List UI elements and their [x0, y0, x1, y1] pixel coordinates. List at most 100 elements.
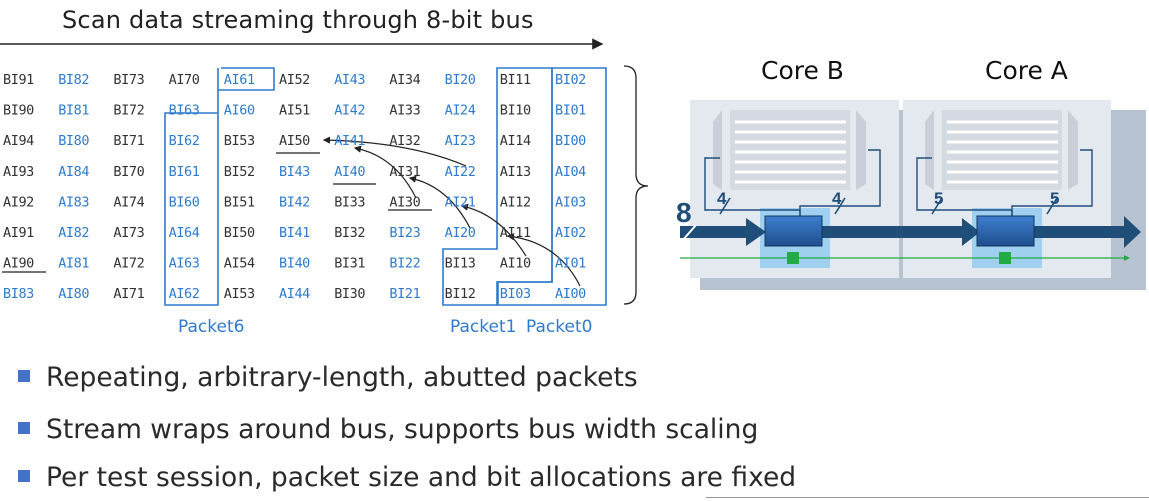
bullet-3: Per test session, packet size and bit al…: [18, 462, 796, 493]
grid-cell: BI11: [500, 72, 531, 88]
grid-cell: BI52: [224, 164, 255, 180]
grid-cell: BI40: [279, 256, 310, 272]
grid-cell: BI80: [58, 133, 89, 149]
core-b-label: Core B: [761, 56, 844, 85]
packet6-label: Packet6: [178, 317, 245, 337]
grid-cell: BI73: [113, 72, 144, 88]
wrap-arrow-ai00-ai10: [506, 233, 581, 287]
packet1-label: Packet1: [450, 317, 517, 337]
grid-cell: BI83: [3, 286, 34, 302]
grid-cell: AI23: [445, 133, 476, 149]
grid-cell: AI53: [224, 286, 255, 302]
grid-cell: AI10: [500, 256, 531, 272]
wrap-arrow-ai20-ai30: [408, 175, 471, 229]
grid-cell: AI63: [169, 256, 200, 272]
grid-cell: BI53: [224, 133, 255, 149]
grid-cell: AI12: [500, 194, 531, 210]
wrap-arrow-ai10-ai20: [460, 203, 527, 257]
bullet-2: Stream wraps around bus, supports bus wi…: [18, 414, 758, 445]
grid-cell: BI32: [334, 225, 365, 241]
grid-cell: AI70: [169, 72, 200, 88]
grid-cell: BI20: [445, 72, 476, 88]
grid-cell: BI62: [169, 133, 200, 149]
grid-cell: AI50: [279, 133, 310, 149]
grid-cell: BI03: [500, 286, 531, 302]
grid-cell: AI81: [58, 256, 89, 272]
grid-cell: BI12: [445, 286, 476, 302]
grid-cell: AI11: [500, 225, 531, 241]
grid-cell: AI32: [389, 133, 420, 149]
grid-cell: AI43: [334, 72, 365, 88]
grid-cell: BI01: [555, 103, 586, 119]
grid-cell: AI04: [555, 164, 586, 180]
grid-cell: BI71: [113, 133, 144, 149]
grid-cell: BI51: [224, 194, 255, 210]
bullet-square-icon: [18, 422, 30, 434]
grid-cell: BI91: [3, 72, 34, 88]
grid-cell: BI60: [169, 194, 200, 210]
grid-cell: AI13: [500, 164, 531, 180]
packet0-label: Packet0: [526, 317, 593, 337]
grid-cell: AI51: [279, 103, 310, 119]
grid-cell: AI40: [334, 164, 365, 180]
grid-cell: BI00: [555, 133, 586, 149]
grid-cell: AI94: [3, 133, 34, 149]
grid-cell: BI13: [445, 256, 476, 272]
grid-cell: AI41: [334, 133, 365, 149]
grid-cell: AI74: [113, 194, 144, 210]
grid-cell: BI63: [169, 103, 200, 119]
grid-cell: BI23: [389, 225, 420, 241]
grid-cell: AI64: [169, 225, 200, 241]
grid-cell: AI84: [58, 164, 89, 180]
grid-cell: AI14: [500, 133, 531, 149]
grid-cell: AI80: [58, 286, 89, 302]
packet0-outline: [497, 67, 607, 306]
grid-cell: BI41: [279, 225, 310, 241]
grid-cell: AI52: [279, 72, 310, 88]
grid-cell: AI30: [389, 194, 420, 210]
grid-cell: AI01: [555, 256, 586, 272]
grid-cell: BI72: [113, 103, 144, 119]
packet6-outline: [164, 67, 275, 306]
grid-cell: AI61: [224, 72, 255, 88]
bottom-rule: [706, 497, 1149, 498]
grid-cell: BI81: [58, 103, 89, 119]
grid-cell: AI33: [389, 103, 420, 119]
grid-brace: [623, 65, 649, 305]
grid-cell: BI33: [334, 194, 365, 210]
grid-cell: AI54: [224, 256, 255, 272]
grid-cell: AI42: [334, 103, 365, 119]
grid-cell: BI02: [555, 72, 586, 88]
grid-cell: AI24: [445, 103, 476, 119]
grid-cell: AI82: [58, 225, 89, 241]
grid-cell: BI10: [500, 103, 531, 119]
grid-cell: BI50: [224, 225, 255, 241]
grid-cell: AI93: [3, 164, 34, 180]
grid-cell: AI21: [445, 194, 476, 210]
grid-cell: BI31: [334, 256, 365, 272]
grid-cell: AI03: [555, 194, 586, 210]
grid-cell: AI31: [389, 164, 420, 180]
grid-cell: AI62: [169, 286, 200, 302]
grid-cell: BI70: [113, 164, 144, 180]
grid-cell: BI61: [169, 164, 200, 180]
grid-cell: AI02: [555, 225, 586, 241]
bullet-1: Repeating, arbitrary-length, abutted pac…: [18, 362, 638, 393]
grid-cell: BI43: [279, 164, 310, 180]
grid-cell: AI34: [389, 72, 420, 88]
grid-cell: BI42: [279, 194, 310, 210]
core-a-label: Core A: [985, 56, 1068, 85]
bullet-square-icon: [18, 470, 30, 482]
grid-cell: AI00: [555, 286, 586, 302]
grid-cell: AI60: [224, 103, 255, 119]
grid-cell: BI82: [58, 72, 89, 88]
slide-title: Scan data streaming through 8-bit bus: [62, 6, 534, 34]
wrap-arrow-ai30-ai40: [353, 145, 417, 199]
grid-cell: AI20: [445, 225, 476, 241]
grid-cell: AI22: [445, 164, 476, 180]
bullet-square-icon: [18, 370, 30, 382]
grid-cell: AI44: [279, 286, 310, 302]
grid-cell: AI92: [3, 194, 34, 210]
